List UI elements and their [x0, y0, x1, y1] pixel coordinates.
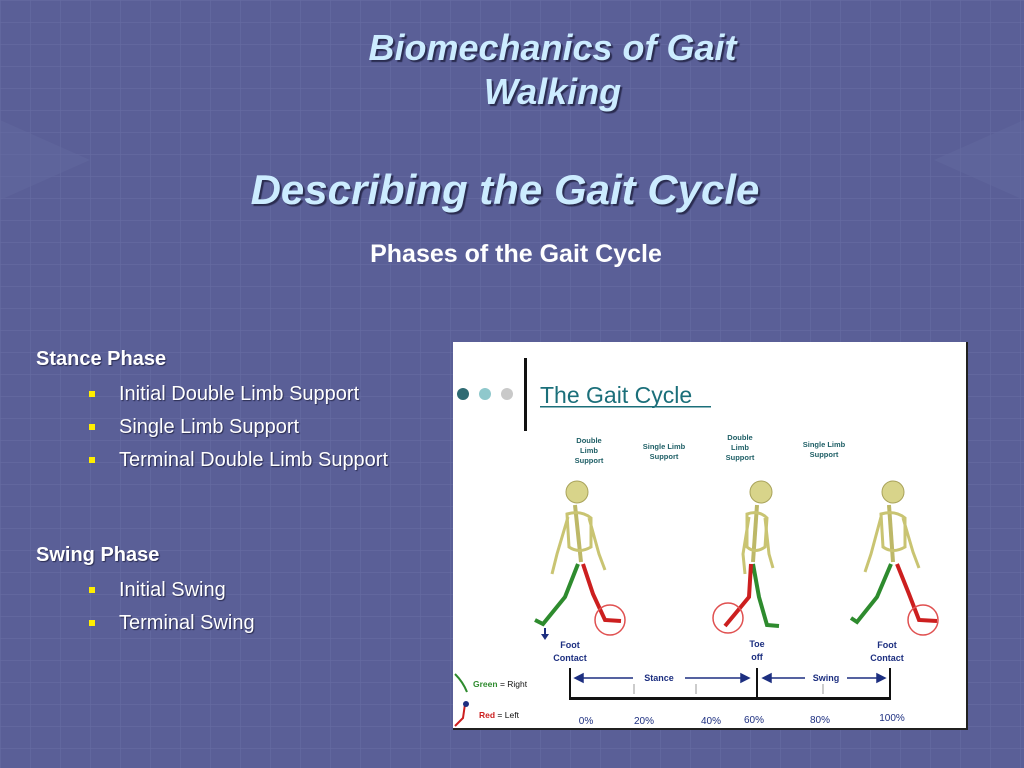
timeline-marker	[756, 668, 758, 700]
arrow-left-icon	[761, 672, 772, 684]
stance-label: Stance	[644, 673, 674, 683]
title-line-1: Biomechanics of Gait	[368, 27, 737, 68]
slide-subtitle: Phases of the Gait Cycle	[370, 240, 662, 268]
skeleton-figure-3	[849, 480, 939, 636]
tick-label: 0%	[579, 716, 594, 727]
skeleton-figure-1	[534, 480, 626, 636]
dot-icon	[457, 388, 469, 400]
tick-label: 40%	[701, 716, 721, 727]
phase-label: Support	[810, 450, 839, 459]
event-label: Contact	[553, 653, 587, 663]
tick-label: 60%	[744, 715, 764, 726]
phase-label: Support	[650, 452, 679, 461]
phase-label: Double	[576, 436, 601, 445]
event-label: off	[751, 652, 763, 662]
phase-label: Single Limb	[803, 440, 846, 449]
skeleton-figure-2	[712, 480, 780, 634]
legend-leg-icon	[454, 703, 466, 727]
section-title: Describing the Gait Cycle	[250, 166, 760, 213]
highlight-circle	[907, 604, 939, 636]
event-label: Contact	[870, 653, 904, 663]
phase-label: Single Limb	[643, 442, 686, 451]
timeline-marker	[889, 668, 891, 700]
legend-green: Green = Right	[473, 679, 528, 689]
gait-cycle-figure: The Gait Cycle Double Limb Support Singl…	[453, 342, 968, 730]
arrow-left-icon	[573, 672, 584, 684]
square-bullet-icon	[89, 457, 95, 463]
title-underline	[540, 406, 711, 408]
swing-phase-heading: Swing Phase	[36, 544, 160, 566]
tick-label: 100%	[879, 713, 905, 724]
phase-label: Support	[575, 456, 604, 465]
legend-red: Red = Left	[479, 710, 520, 720]
highlight-circle	[712, 602, 744, 634]
arrow-right-icon	[740, 672, 751, 684]
title-line-2: Walking	[483, 71, 622, 112]
title-divider	[524, 358, 527, 431]
dot-icon	[501, 388, 513, 400]
tick-label: 80%	[810, 715, 830, 726]
square-bullet-icon	[89, 587, 95, 593]
legend-leg-icon	[454, 673, 468, 693]
phase-label: Support	[726, 453, 755, 462]
swing-label: Swing	[813, 673, 840, 683]
event-label: Foot	[560, 640, 580, 650]
tick-label: 20%	[634, 716, 654, 727]
figure-title: The Gait Cycle	[540, 382, 692, 408]
arrow-right-icon	[876, 672, 887, 684]
square-bullet-icon	[89, 391, 95, 397]
phase-label: Limb	[580, 446, 598, 455]
timeline-axis	[569, 697, 891, 700]
timeline-marker	[569, 668, 571, 700]
dot-icon	[479, 388, 491, 400]
event-label: Foot	[877, 640, 897, 650]
square-bullet-icon	[89, 424, 95, 430]
slide-title: Biomechanics of Gait Walking	[0, 26, 1024, 114]
arrow-down-icon	[541, 634, 549, 640]
event-label: Toe	[749, 639, 764, 649]
highlight-circle	[594, 604, 626, 636]
phase-label: Limb	[731, 443, 749, 452]
phase-label: Double	[727, 433, 752, 442]
stance-phase-heading: Stance Phase	[36, 348, 167, 370]
square-bullet-icon	[89, 620, 95, 626]
